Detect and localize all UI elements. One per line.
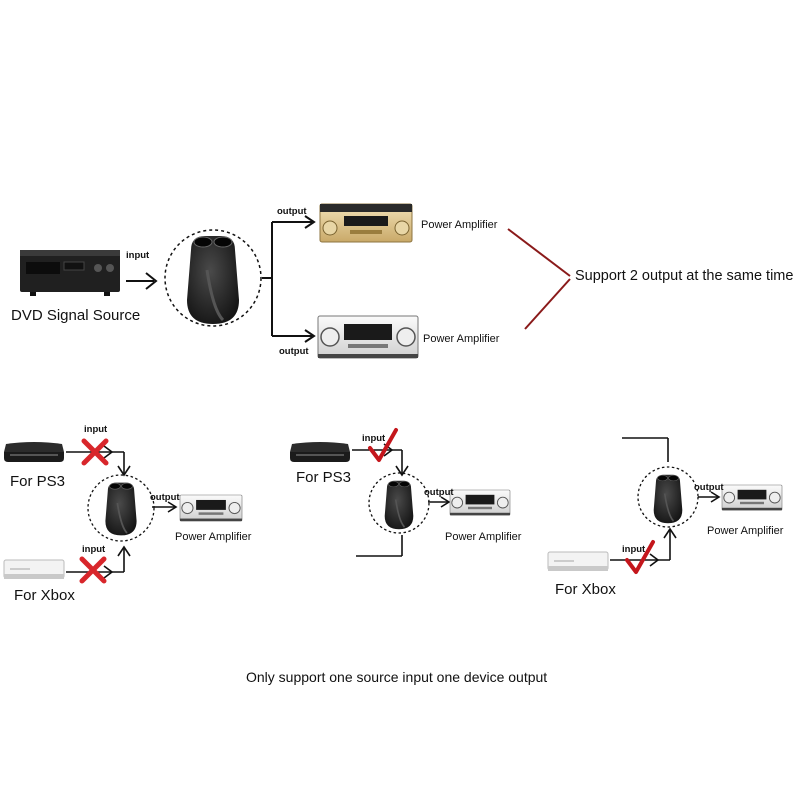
- splitter-image: [185, 234, 241, 326]
- panel1-amplifier-image: [179, 494, 243, 522]
- ps3-console-image: [4, 442, 64, 462]
- panel2-ps3-console-image: [290, 442, 350, 462]
- support-connector-lines: [507, 228, 571, 330]
- support-text: Support 2 output at the same time: [575, 268, 794, 284]
- panel2-ps3-label: For PS3: [296, 469, 352, 486]
- panel2-lines: [352, 443, 451, 557]
- panel2-amp-label: Power Amplifier: [445, 531, 522, 543]
- dvd-player-image: [20, 250, 120, 296]
- panel1-input-top-label: input: [84, 424, 108, 435]
- panel2-dotted-circle: [368, 472, 430, 534]
- bottom-caption: Only support one source input one device…: [246, 669, 548, 685]
- panel3-output-label: output: [694, 482, 724, 493]
- panel3-dotted-circle: [637, 466, 699, 528]
- power-amplifier-silver-image: [317, 315, 419, 359]
- panel1-xbox-label: For Xbox: [14, 587, 75, 604]
- panel1-input-bottom-label: input: [82, 544, 106, 555]
- panel1-ps3-label: For PS3: [10, 473, 66, 490]
- panel2-input-label: input: [362, 433, 386, 444]
- panel3-input-label: input: [622, 544, 646, 555]
- panel3-xbox-label: For Xbox: [555, 581, 616, 598]
- top-branch-lines: [262, 215, 316, 343]
- amp-bottom-label: Power Amplifier: [423, 333, 500, 345]
- panel3-splitter-image: [652, 473, 684, 525]
- amp-top-label: Power Amplifier: [421, 219, 498, 231]
- panel2-splitter-image: [383, 479, 415, 531]
- top-input-label: input: [126, 250, 150, 261]
- panel3-amplifier-image: [721, 484, 783, 511]
- cross-mark-xbox: [82, 559, 104, 581]
- panel3-xbox-console-image: [547, 551, 609, 572]
- splitter-dotted-circle: [164, 229, 262, 327]
- input-arrow: [126, 272, 158, 290]
- panel2-output-label: output: [424, 487, 454, 498]
- panel1-output-label: output: [150, 492, 180, 503]
- dvd-source-label: DVD Signal Source: [11, 307, 141, 324]
- panel2-amplifier-image: [449, 489, 511, 516]
- top-output-label-lower: output: [279, 346, 309, 357]
- xbox-console-image: [3, 559, 65, 580]
- power-amplifier-gold-image: [319, 203, 413, 243]
- top-output-label-upper: output: [277, 206, 307, 217]
- panel1-amp-label: Power Amplifier: [175, 531, 252, 543]
- panel1-dotted-circle: [87, 474, 155, 542]
- panel3-lines: [610, 437, 721, 567]
- panel3-amp-label: Power Amplifier: [707, 525, 784, 537]
- panel1-splitter-image: [104, 481, 138, 537]
